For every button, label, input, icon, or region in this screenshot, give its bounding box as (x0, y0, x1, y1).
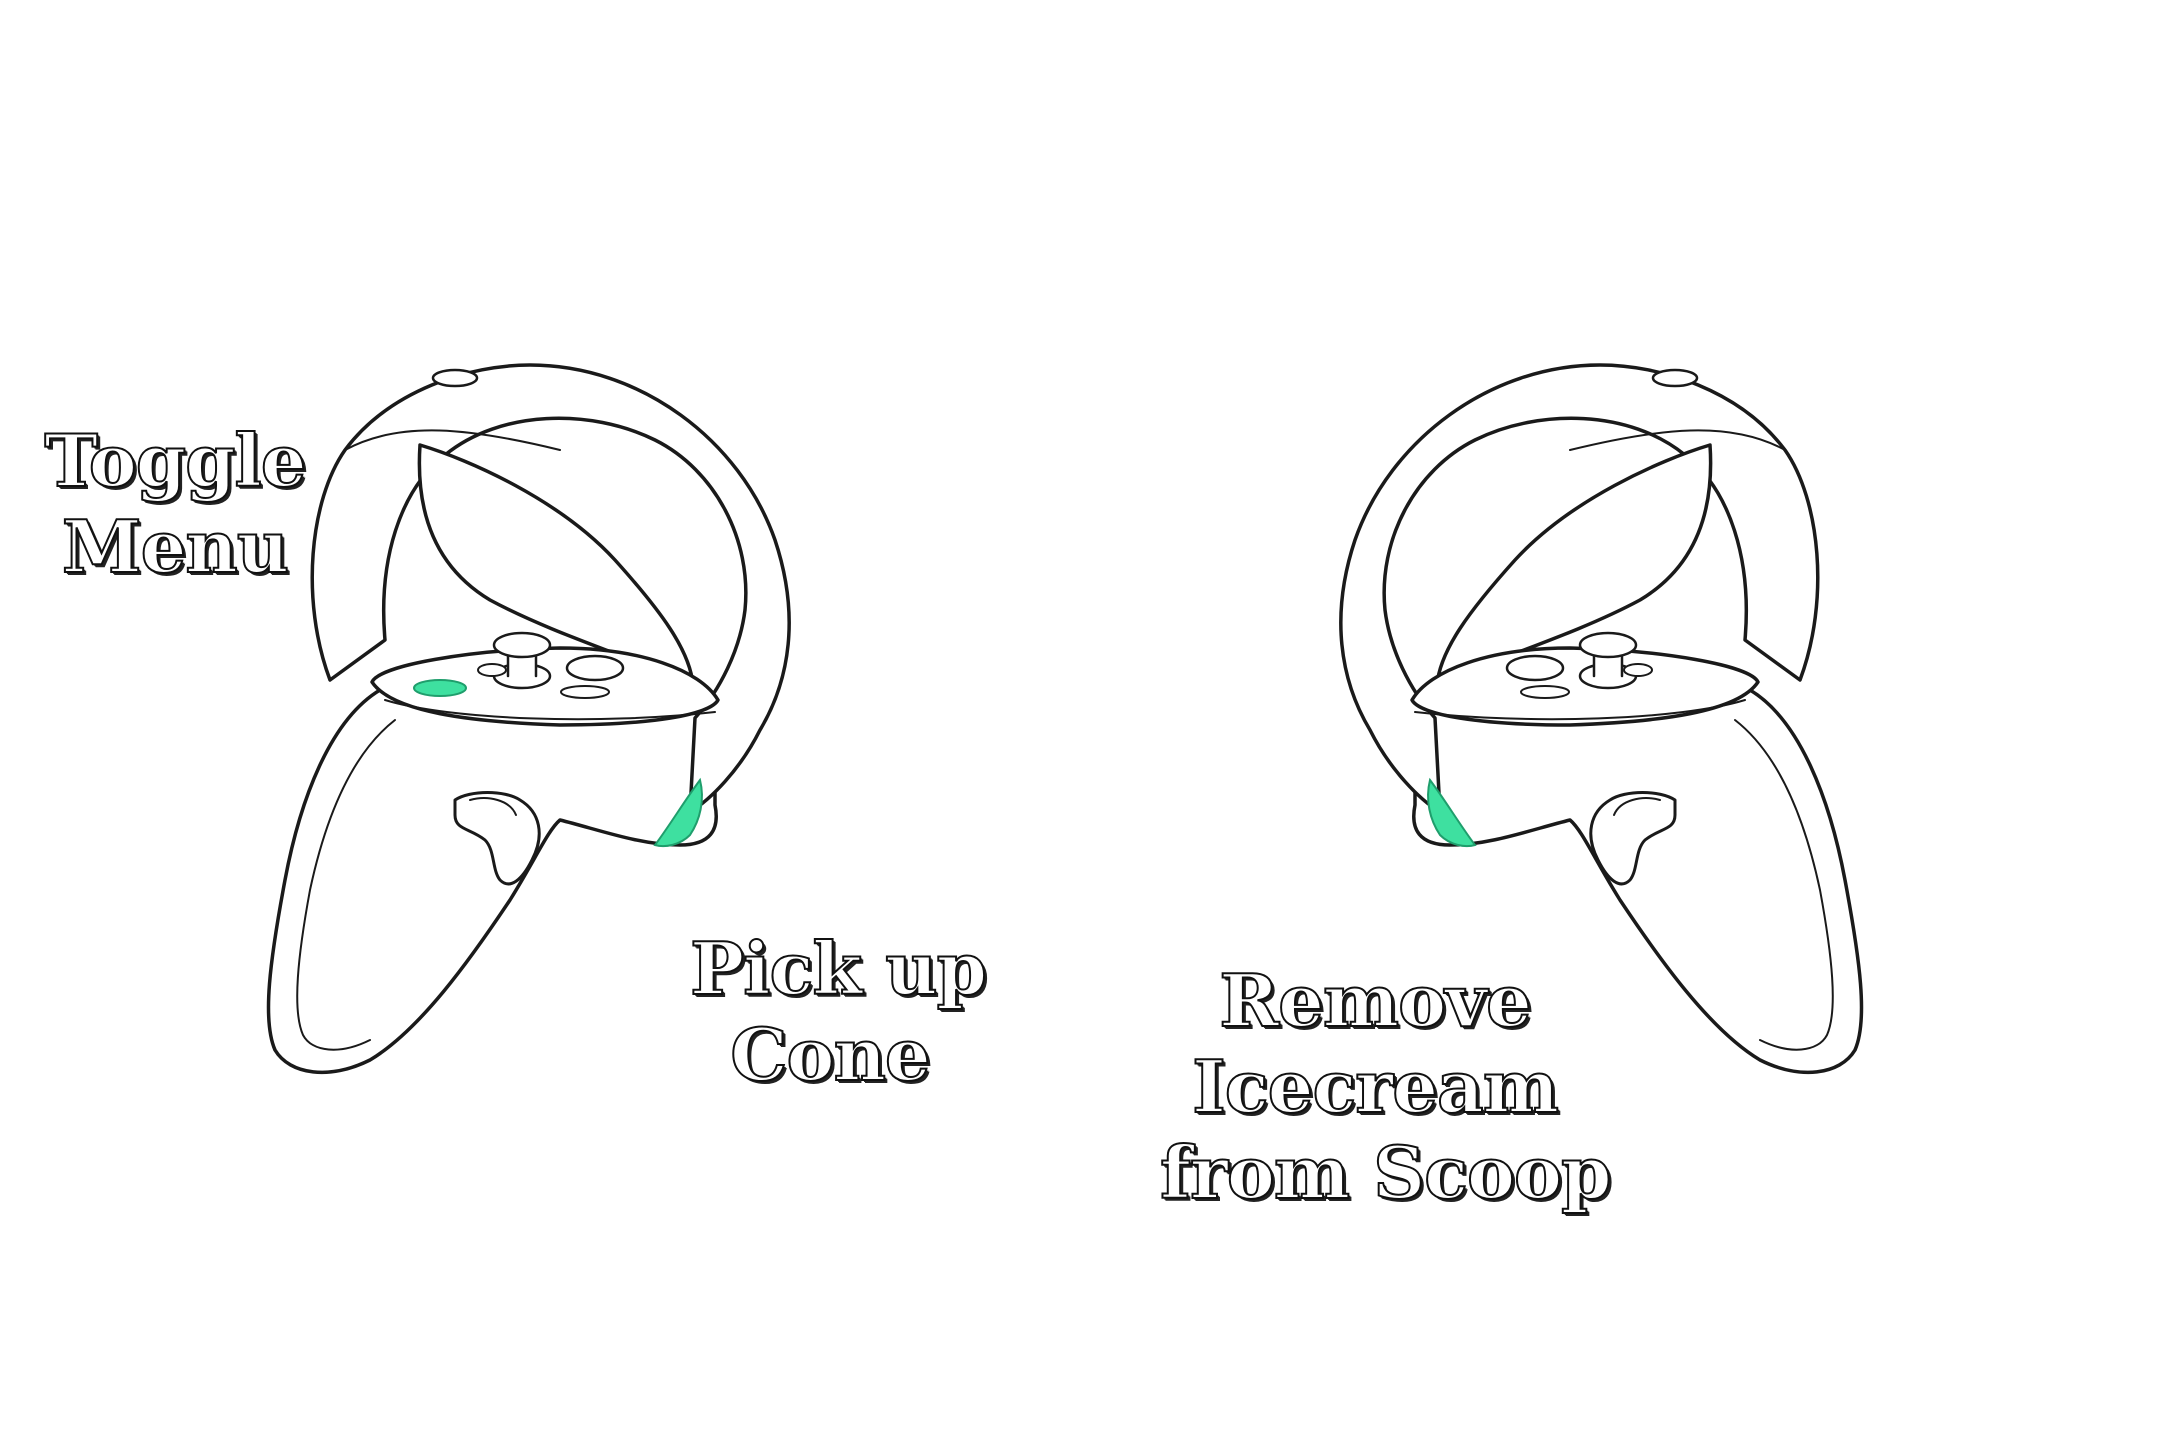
grip-button-highlight (653, 777, 703, 848)
left-controller (266, 363, 791, 1075)
grip-button-highlight (1427, 777, 1477, 848)
right-controller (1339, 363, 1864, 1075)
pick-up-cone-label: Pick up Cone (689, 925, 988, 1098)
remove-icecream-label: Remove Icecream from Scoop (1159, 957, 1612, 1216)
remove-icecream-line3: from Scoop (1159, 1129, 1612, 1216)
toggle-menu-label: Toggle Menu (40, 417, 310, 590)
remove-icecream-line2: Icecream (1191, 1043, 1560, 1130)
menu-button-highlight (413, 679, 467, 697)
pick-up-cone-line2: Cone (729, 1011, 931, 1098)
remove-icecream-line1: Remove (1218, 957, 1533, 1044)
pick-up-cone-line1: Pick up (689, 925, 988, 1012)
toggle-menu-line2: Menu (61, 503, 290, 590)
toggle-menu-line1: Toggle (43, 417, 307, 504)
